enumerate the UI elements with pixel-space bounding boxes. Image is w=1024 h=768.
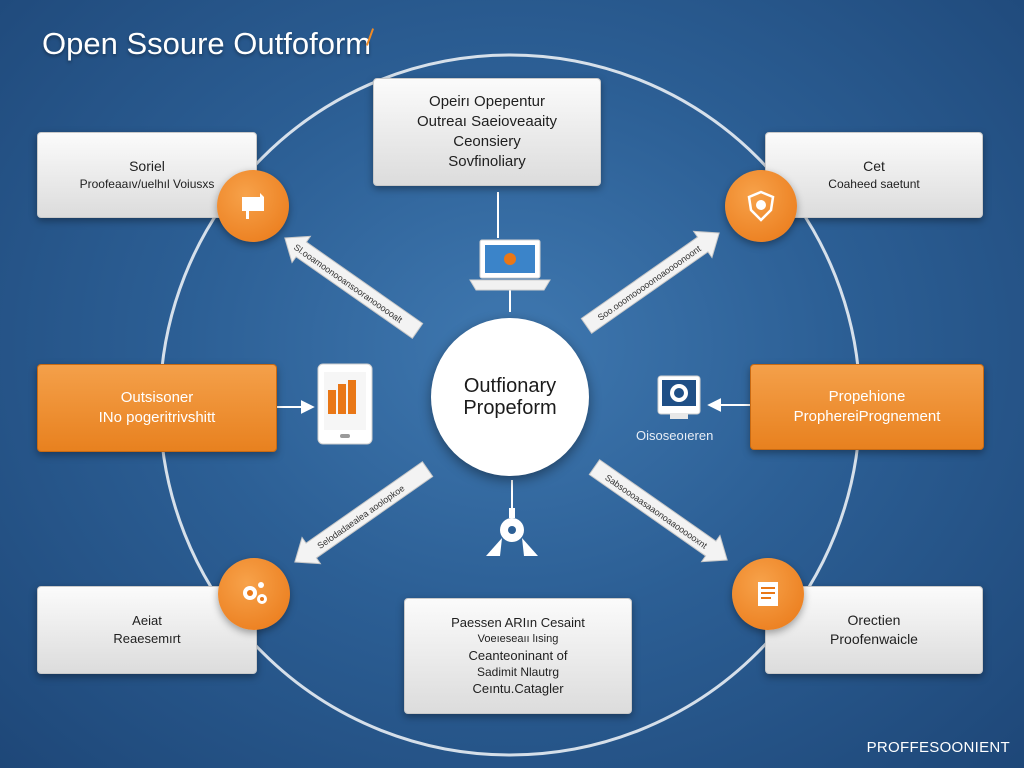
network-icon xyxy=(486,508,538,556)
box-mid-right-line-2: ProphereiPrognement xyxy=(793,408,941,425)
gears-icon xyxy=(243,582,267,604)
tablet-icon xyxy=(317,363,373,445)
box-top: Opeirı Opepentur Outreaı Saeioveaaity Ce… xyxy=(373,78,601,186)
box-top-line-4: Sovfinoliary xyxy=(448,153,526,171)
box-top-right-line-2: Coaheed saetunt xyxy=(828,177,920,192)
badge-top-left xyxy=(217,170,289,242)
center-hub: Outfionary Propeform xyxy=(431,318,589,476)
arrow-upper-right: Soo.ooomooooonoaoooonoont xyxy=(580,230,720,334)
arrow-label-upper-right: Soo.ooomooooonoaoooonoont xyxy=(596,243,703,322)
box-top-right: Cet Coaheed saetunt xyxy=(765,132,983,218)
document-icon xyxy=(758,582,778,606)
box-bottom-right-line-1: Orectien xyxy=(847,612,901,629)
box-bottom-left-line-2: Reaesemırt xyxy=(113,631,181,646)
footer-brand: PROFFESOONIENT xyxy=(866,739,1010,756)
monitor-icon xyxy=(657,375,701,419)
box-top-line-1: Opeirı Opepentur xyxy=(429,92,545,110)
arrow-upper-left: Sl.ooamoonooansooranoooooalt xyxy=(284,235,424,339)
box-top-line-2: Outreaı Saeioveaaity xyxy=(416,112,558,130)
box-bottom-line-4: Sadimit Nlautrg xyxy=(476,665,560,680)
box-top-line-3: Ceonsiery xyxy=(453,133,521,150)
box-bottom-line-2: Voeıeseaıı lısing xyxy=(477,632,559,645)
arrow-label-lower-left: Selodadaealea aoolopkoe xyxy=(315,483,406,551)
box-top-left-line-2: Proofeaaıv/uelhıl Voiusxs xyxy=(79,177,215,192)
box-mid-left-line-1: Outsisoner xyxy=(120,388,194,406)
center-hub-line-1: Outfionary xyxy=(463,375,557,397)
box-bottom-right-line-2: Proofenwaicle xyxy=(830,631,918,647)
arrow-lower-left: Selodadaealea aoolopkoe xyxy=(294,461,434,565)
box-bottom: Paessen ARIın Cesaint Voeıeseaıı lısing … xyxy=(404,598,632,714)
laptop-icon xyxy=(469,239,551,291)
right-device-caption: Oisoseoıeren xyxy=(636,428,713,443)
box-bottom-line-5: Ceıntu.Catagler xyxy=(472,681,564,697)
title-accent-mark xyxy=(365,26,379,48)
box-top-right-line-1: Cet xyxy=(863,158,885,175)
box-top-left-line-1: Soriel xyxy=(129,158,165,175)
badge-bottom-right xyxy=(732,558,804,630)
box-mid-right: Propehione ProphereiPrognement xyxy=(750,364,984,450)
arrow-label-lower-right: Sabsoooaasaaonoaaoooooxnt xyxy=(603,472,709,551)
page-title: Open Ssoure Outfoform xyxy=(42,26,379,62)
box-bottom-left-line-1: Aeiat xyxy=(132,613,162,629)
box-mid-right-line-1: Propehione xyxy=(828,387,906,405)
flag-icon xyxy=(242,193,264,219)
center-hub-line-2: Propeform xyxy=(463,397,557,419)
box-mid-left-line-2: INo pogeritrivshitt xyxy=(98,409,216,426)
badge-bottom-left xyxy=(218,558,290,630)
shield-icon xyxy=(747,190,775,222)
title-text: Open Ssoure Outfoform xyxy=(42,26,372,61)
badge-top-right xyxy=(725,170,797,242)
box-top-left: Soriel Proofeaaıv/uelhıl Voiusxs xyxy=(37,132,257,218)
box-bottom-line-3: Ceanteoninant of xyxy=(468,647,568,663)
arrow-label-upper-left: Sl.ooamoonooansooranoooooalt xyxy=(292,242,405,325)
arrow-lower-right: Sabsoooaasaaonoaaoooooxnt xyxy=(588,459,728,563)
box-mid-left: Outsisoner INo pogeritrivshitt xyxy=(37,364,277,452)
box-bottom-line-1: Paessen ARIın Cesaint xyxy=(451,615,585,631)
